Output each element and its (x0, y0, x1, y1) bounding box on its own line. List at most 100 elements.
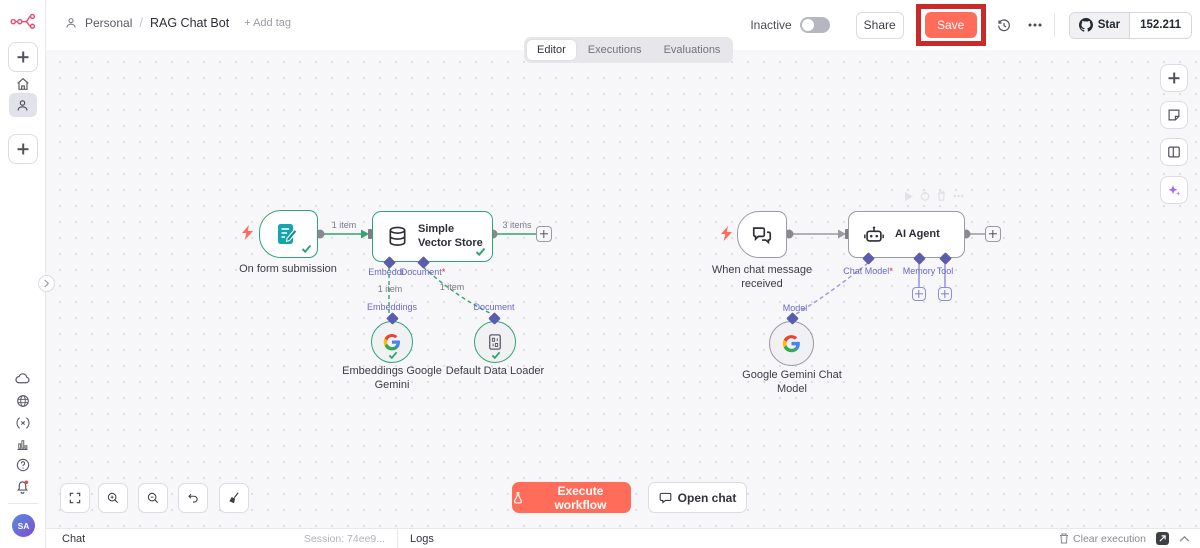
history-clock-icon (997, 19, 1010, 32)
sidebar-item-personal-project[interactable] (8, 93, 37, 117)
add-memory-button[interactable] (912, 287, 926, 301)
share-button[interactable]: Share (855, 11, 904, 39)
plus-icon (17, 51, 29, 63)
flask-icon (514, 491, 522, 504)
github-star-button[interactable]: Star (1069, 12, 1131, 38)
trash-icon[interactable] (937, 191, 946, 201)
session-id-label: Session: 74ee9... (303, 532, 385, 545)
google-logo-icon (782, 335, 800, 353)
person-icon (17, 99, 28, 111)
bell-icon (17, 479, 29, 494)
robot-icon (864, 225, 884, 242)
logs-panel-bar: Chat Session: 74ee9... Logs Clear execut… (46, 528, 1200, 548)
node-ai-agent[interactable]: AI Agent (848, 211, 965, 258)
open-chat-button[interactable]: Open chat (648, 482, 747, 513)
breadcrumb: Personal / RAG Chat Bot + Add tag (64, 15, 291, 30)
add-project-button[interactable] (8, 134, 38, 164)
arrow-up-right-icon (1159, 535, 1166, 542)
node-on-form-submission[interactable] (259, 210, 318, 258)
logs-panel-tab[interactable]: Logs (410, 532, 434, 545)
chat-bubble-icon (659, 492, 672, 504)
add-sticky-note-button[interactable] (1160, 101, 1188, 129)
n8n-logo-icon[interactable] (10, 12, 36, 30)
success-check-icon (388, 351, 398, 360)
execute-workflow-label: Execute workflow (554, 483, 607, 512)
chevron-up-icon[interactable] (1179, 535, 1190, 542)
sparkle-icon (1168, 184, 1180, 196)
view-tabs: Editor Executions Evaluations (524, 37, 734, 63)
sidebar-item-templates[interactable] (9, 389, 37, 413)
plus-icon (987, 228, 999, 240)
chat-panel-tab[interactable]: Chat (62, 532, 86, 545)
globe-icon (16, 395, 29, 407)
add-connected-node-button[interactable] (536, 226, 552, 242)
execute-workflow-button[interactable]: Execute workflow (512, 482, 631, 513)
layout-panels-button[interactable] (1160, 138, 1188, 166)
tidy-up-button[interactable] (219, 483, 249, 513)
node-default-data-loader[interactable] (474, 321, 516, 363)
activation-toggle[interactable] (799, 17, 830, 33)
workflow-history-button[interactable] (996, 17, 1012, 33)
ellipsis-icon (1028, 23, 1042, 27)
help-icon (16, 458, 29, 472)
user-avatar[interactable]: SA (12, 514, 35, 537)
undo-button[interactable] (178, 483, 208, 513)
success-check-icon (301, 244, 312, 254)
tab-executions[interactable]: Executions (587, 44, 642, 56)
add-tool-button[interactable] (938, 287, 952, 301)
add-node-button[interactable] (1160, 64, 1188, 92)
sidebar-item-cloud-admin[interactable] (9, 366, 37, 390)
node-when-chat-message-received[interactable] (737, 211, 787, 258)
breadcrumb-project[interactable]: Personal (85, 15, 133, 30)
ai-assistant-button[interactable] (1160, 176, 1188, 204)
plus-icon (538, 228, 550, 240)
node-google-gemini-chat-model[interactable] (769, 321, 814, 366)
node-label-embeddings: Embeddings Google Gemini (342, 365, 442, 392)
save-annotation-box: Save (915, 4, 986, 46)
sidebar-item-variables[interactable] (9, 411, 37, 435)
sidebar-collapse-handle[interactable] (38, 275, 55, 292)
sidebar-item-overview[interactable] (9, 72, 37, 96)
left-sidebar (0, 0, 46, 548)
zoom-out-button[interactable] (138, 483, 168, 513)
save-button[interactable]: Save (924, 12, 977, 38)
zoom-to-fit-button[interactable] (60, 483, 90, 513)
sidebar-item-help[interactable] (9, 453, 37, 477)
play-icon[interactable] (905, 191, 913, 201)
github-star-label: Star (1097, 19, 1121, 31)
fit-view-icon (69, 492, 81, 504)
power-icon[interactable] (920, 191, 930, 201)
node-embeddings-google-gemini[interactable] (371, 321, 413, 363)
workflow-title[interactable]: RAG Chat Bot (150, 15, 230, 30)
clear-execution-button[interactable]: Clear execution (1059, 533, 1146, 545)
github-star-count[interactable]: 152.211 (1130, 12, 1191, 38)
more-options-button[interactable] (1028, 23, 1042, 27)
chevron-right-icon (44, 279, 50, 288)
add-tag-button[interactable]: + Add tag (244, 16, 291, 29)
chat-panel-header: Chat Session: 74ee9... (46, 533, 397, 545)
form-icon (278, 224, 298, 244)
toggle-knob (801, 19, 814, 31)
port-label-embeddings: Embeddings (366, 302, 418, 312)
workflow-canvas[interactable] (46, 50, 1200, 528)
add-connected-node-button[interactable] (985, 226, 1001, 242)
tab-editor[interactable]: Editor (527, 40, 576, 60)
header-divider (1053, 13, 1055, 37)
zoom-in-button[interactable] (98, 483, 128, 513)
sidebar-item-insights[interactable] (9, 432, 37, 456)
google-logo-icon (383, 333, 400, 351)
avatar-initials: SA (17, 520, 30, 531)
plus-icon (17, 143, 29, 155)
tab-evaluations[interactable]: Evaluations (663, 44, 721, 56)
pop-out-panel-button[interactable] (1156, 532, 1169, 545)
node-title: AI Agent (895, 227, 940, 240)
database-icon (389, 226, 406, 246)
create-workflow-button[interactable] (8, 42, 38, 72)
plus-icon (939, 288, 951, 300)
bar-chart-icon (17, 439, 28, 450)
node-simple-vector-store[interactable]: Simple Vector Store (372, 211, 493, 262)
logs-bar-divider (397, 528, 398, 548)
sidebar-item-notifications[interactable] (9, 474, 37, 498)
more-options-icon[interactable] (953, 194, 964, 198)
